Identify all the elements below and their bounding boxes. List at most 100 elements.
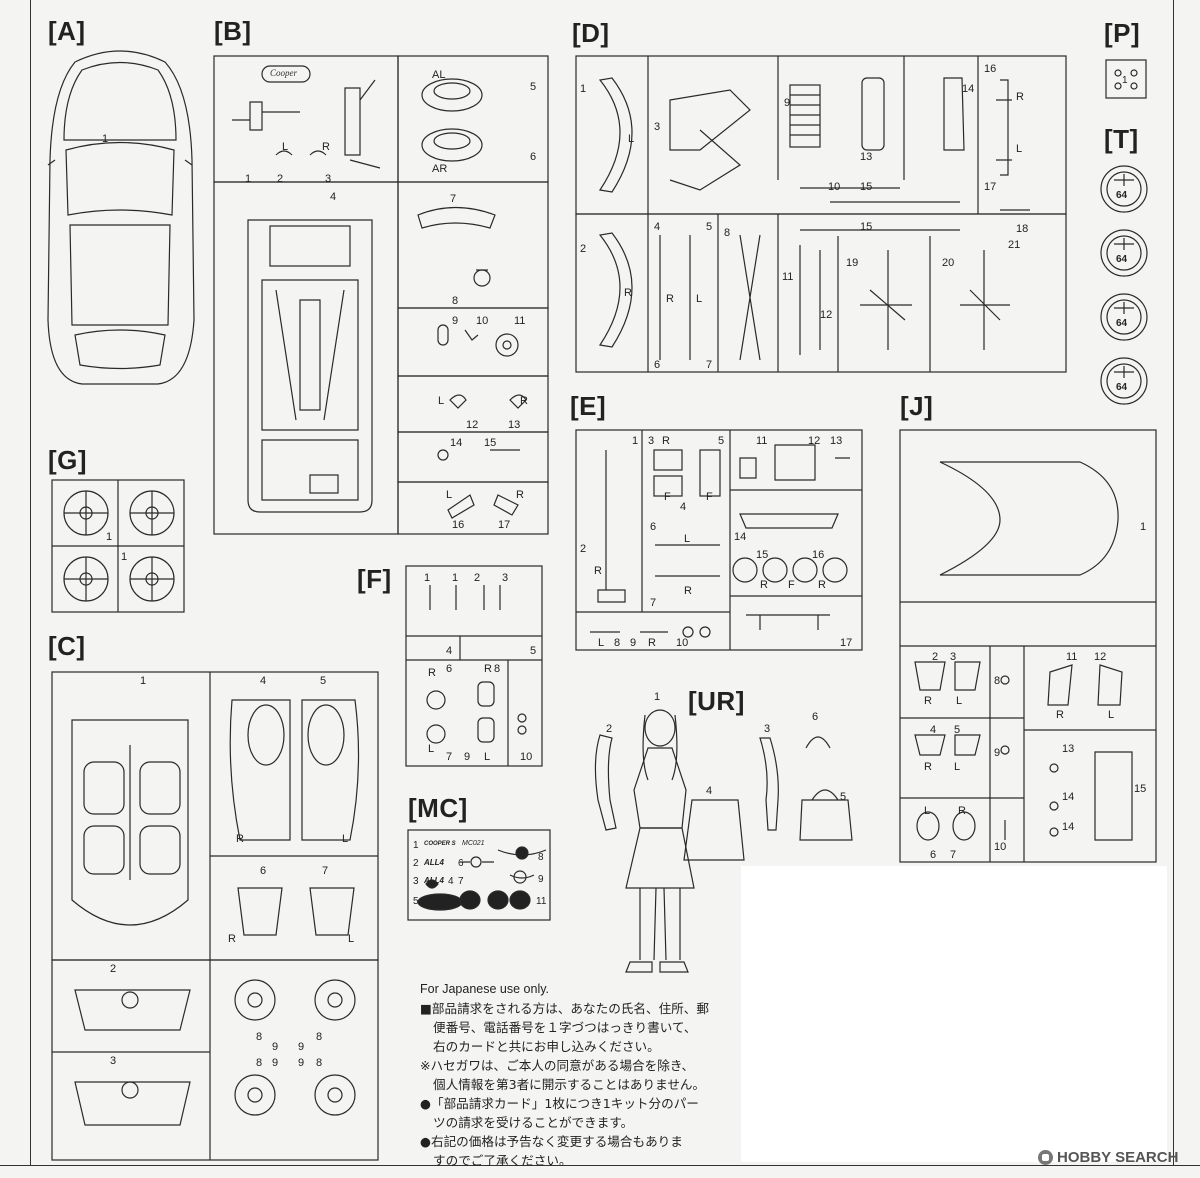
svg-text:1: 1 — [106, 531, 112, 543]
group-label-d: [D] — [572, 18, 610, 48]
group-label-a: [A] — [48, 16, 86, 46]
svg-text:9: 9 — [452, 315, 458, 327]
svg-text:17: 17 — [984, 181, 996, 193]
svg-text:14: 14 — [450, 437, 462, 449]
notice-line: ツの請求を受けることができます。 — [433, 1115, 634, 1130]
svg-text:13: 13 — [860, 151, 872, 163]
svg-text:6: 6 — [260, 865, 266, 877]
notice-line: 便番号、電話番号を１字づつはっきり書いて、 — [433, 1020, 697, 1035]
svg-text:R: R — [428, 667, 436, 679]
svg-text:L: L — [1108, 709, 1114, 721]
svg-text:8: 8 — [256, 1031, 262, 1043]
svg-text:13: 13 — [830, 435, 842, 447]
svg-text:1: 1 — [424, 572, 430, 584]
svg-text:3: 3 — [764, 723, 770, 735]
svg-text:R: R — [484, 663, 492, 675]
svg-text:8: 8 — [538, 852, 544, 863]
svg-text:L: L — [428, 743, 434, 755]
svg-text:1: 1 — [245, 173, 251, 185]
parts-request-notice: For Japanese use only. ■部品請求をされる方は、あなたの氏… — [420, 980, 760, 1170]
svg-text:9: 9 — [298, 1057, 304, 1069]
svg-text:4: 4 — [930, 724, 936, 736]
svg-text:L: L — [342, 833, 348, 845]
svg-text:21: 21 — [1008, 239, 1020, 251]
svg-text:14: 14 — [962, 83, 974, 95]
svg-text:2: 2 — [277, 173, 283, 185]
svg-text:7: 7 — [458, 876, 464, 887]
svg-text:4: 4 — [680, 501, 686, 513]
svg-text:11: 11 — [536, 896, 547, 907]
svg-text:6: 6 — [530, 151, 536, 163]
svg-text:1: 1 — [580, 83, 586, 95]
svg-text:1: 1 — [452, 572, 458, 584]
notice-line: 個人情報を第3者に開示することはありません。 — [433, 1077, 706, 1092]
watermark-text: HOBBY SEARCH — [1057, 1149, 1179, 1166]
svg-text:18: 18 — [1016, 223, 1028, 235]
svg-text:R: R — [818, 579, 826, 591]
svg-text:AR: AR — [432, 163, 447, 175]
svg-text:1: 1 — [413, 840, 419, 851]
svg-text:9: 9 — [538, 874, 544, 885]
decal-all4-text: ALL4 — [424, 858, 444, 867]
svg-text:1: 1 — [140, 675, 146, 687]
svg-text:1: 1 — [1140, 521, 1146, 533]
svg-text:2: 2 — [110, 963, 116, 975]
notice-line: すのでご了承ください。 — [433, 1153, 572, 1168]
svg-text:12: 12 — [820, 309, 832, 321]
watermark-logo-icon — [1038, 1150, 1053, 1165]
group-label-g: [G] — [48, 445, 88, 475]
svg-text:5: 5 — [320, 675, 326, 687]
svg-text:5: 5 — [413, 896, 419, 907]
group-label-b: [B] — [214, 16, 252, 46]
group-label-t: [T] — [1104, 124, 1139, 154]
svg-text:10: 10 — [520, 751, 532, 763]
svg-text:1: 1 — [121, 551, 127, 563]
decal-title: MC021 — [462, 840, 485, 847]
svg-text:11: 11 — [782, 271, 793, 283]
svg-text:R: R — [594, 565, 602, 577]
svg-text:5: 5 — [718, 435, 724, 447]
svg-text:L: L — [438, 395, 444, 407]
svg-text:L: L — [348, 933, 354, 945]
svg-text:R: R — [648, 637, 656, 649]
svg-text:15: 15 — [756, 549, 768, 561]
svg-text:5: 5 — [840, 791, 846, 803]
sheet-frame — [30, 0, 1174, 1165]
svg-text:7: 7 — [450, 193, 456, 205]
svg-text:8: 8 — [614, 637, 620, 649]
svg-text:F: F — [706, 491, 713, 503]
svg-text:1: 1 — [1122, 75, 1128, 86]
svg-text:5: 5 — [530, 645, 536, 657]
svg-text:4: 4 — [654, 221, 660, 233]
svg-text:6: 6 — [446, 663, 452, 675]
part-num: 1 — [102, 133, 108, 145]
svg-text:8: 8 — [316, 1057, 322, 1069]
svg-text:16: 16 — [452, 519, 464, 531]
svg-text:R: R — [924, 695, 932, 707]
svg-text:12: 12 — [808, 435, 820, 447]
svg-text:1: 1 — [632, 435, 638, 447]
svg-text:R: R — [666, 293, 674, 305]
svg-text:2: 2 — [580, 543, 586, 555]
svg-text:14: 14 — [1062, 791, 1074, 803]
group-label-mc: [MC] — [408, 793, 468, 823]
svg-text:6: 6 — [458, 858, 464, 869]
svg-text:15: 15 — [860, 181, 872, 193]
svg-text:6: 6 — [812, 711, 818, 723]
svg-text:2: 2 — [413, 858, 419, 869]
svg-text:7: 7 — [706, 359, 712, 371]
svg-text:R: R — [624, 287, 632, 299]
decal-all4-text: ALL4 — [424, 876, 444, 885]
svg-text:10: 10 — [828, 181, 840, 193]
svg-text:13: 13 — [1062, 743, 1074, 755]
group-label-ur: [UR] — [688, 686, 745, 716]
svg-text:9: 9 — [298, 1041, 304, 1053]
svg-text:1: 1 — [654, 691, 660, 703]
notice-line: ■部品請求をされる方は、あなたの氏名、住所、郵 — [420, 1001, 709, 1016]
